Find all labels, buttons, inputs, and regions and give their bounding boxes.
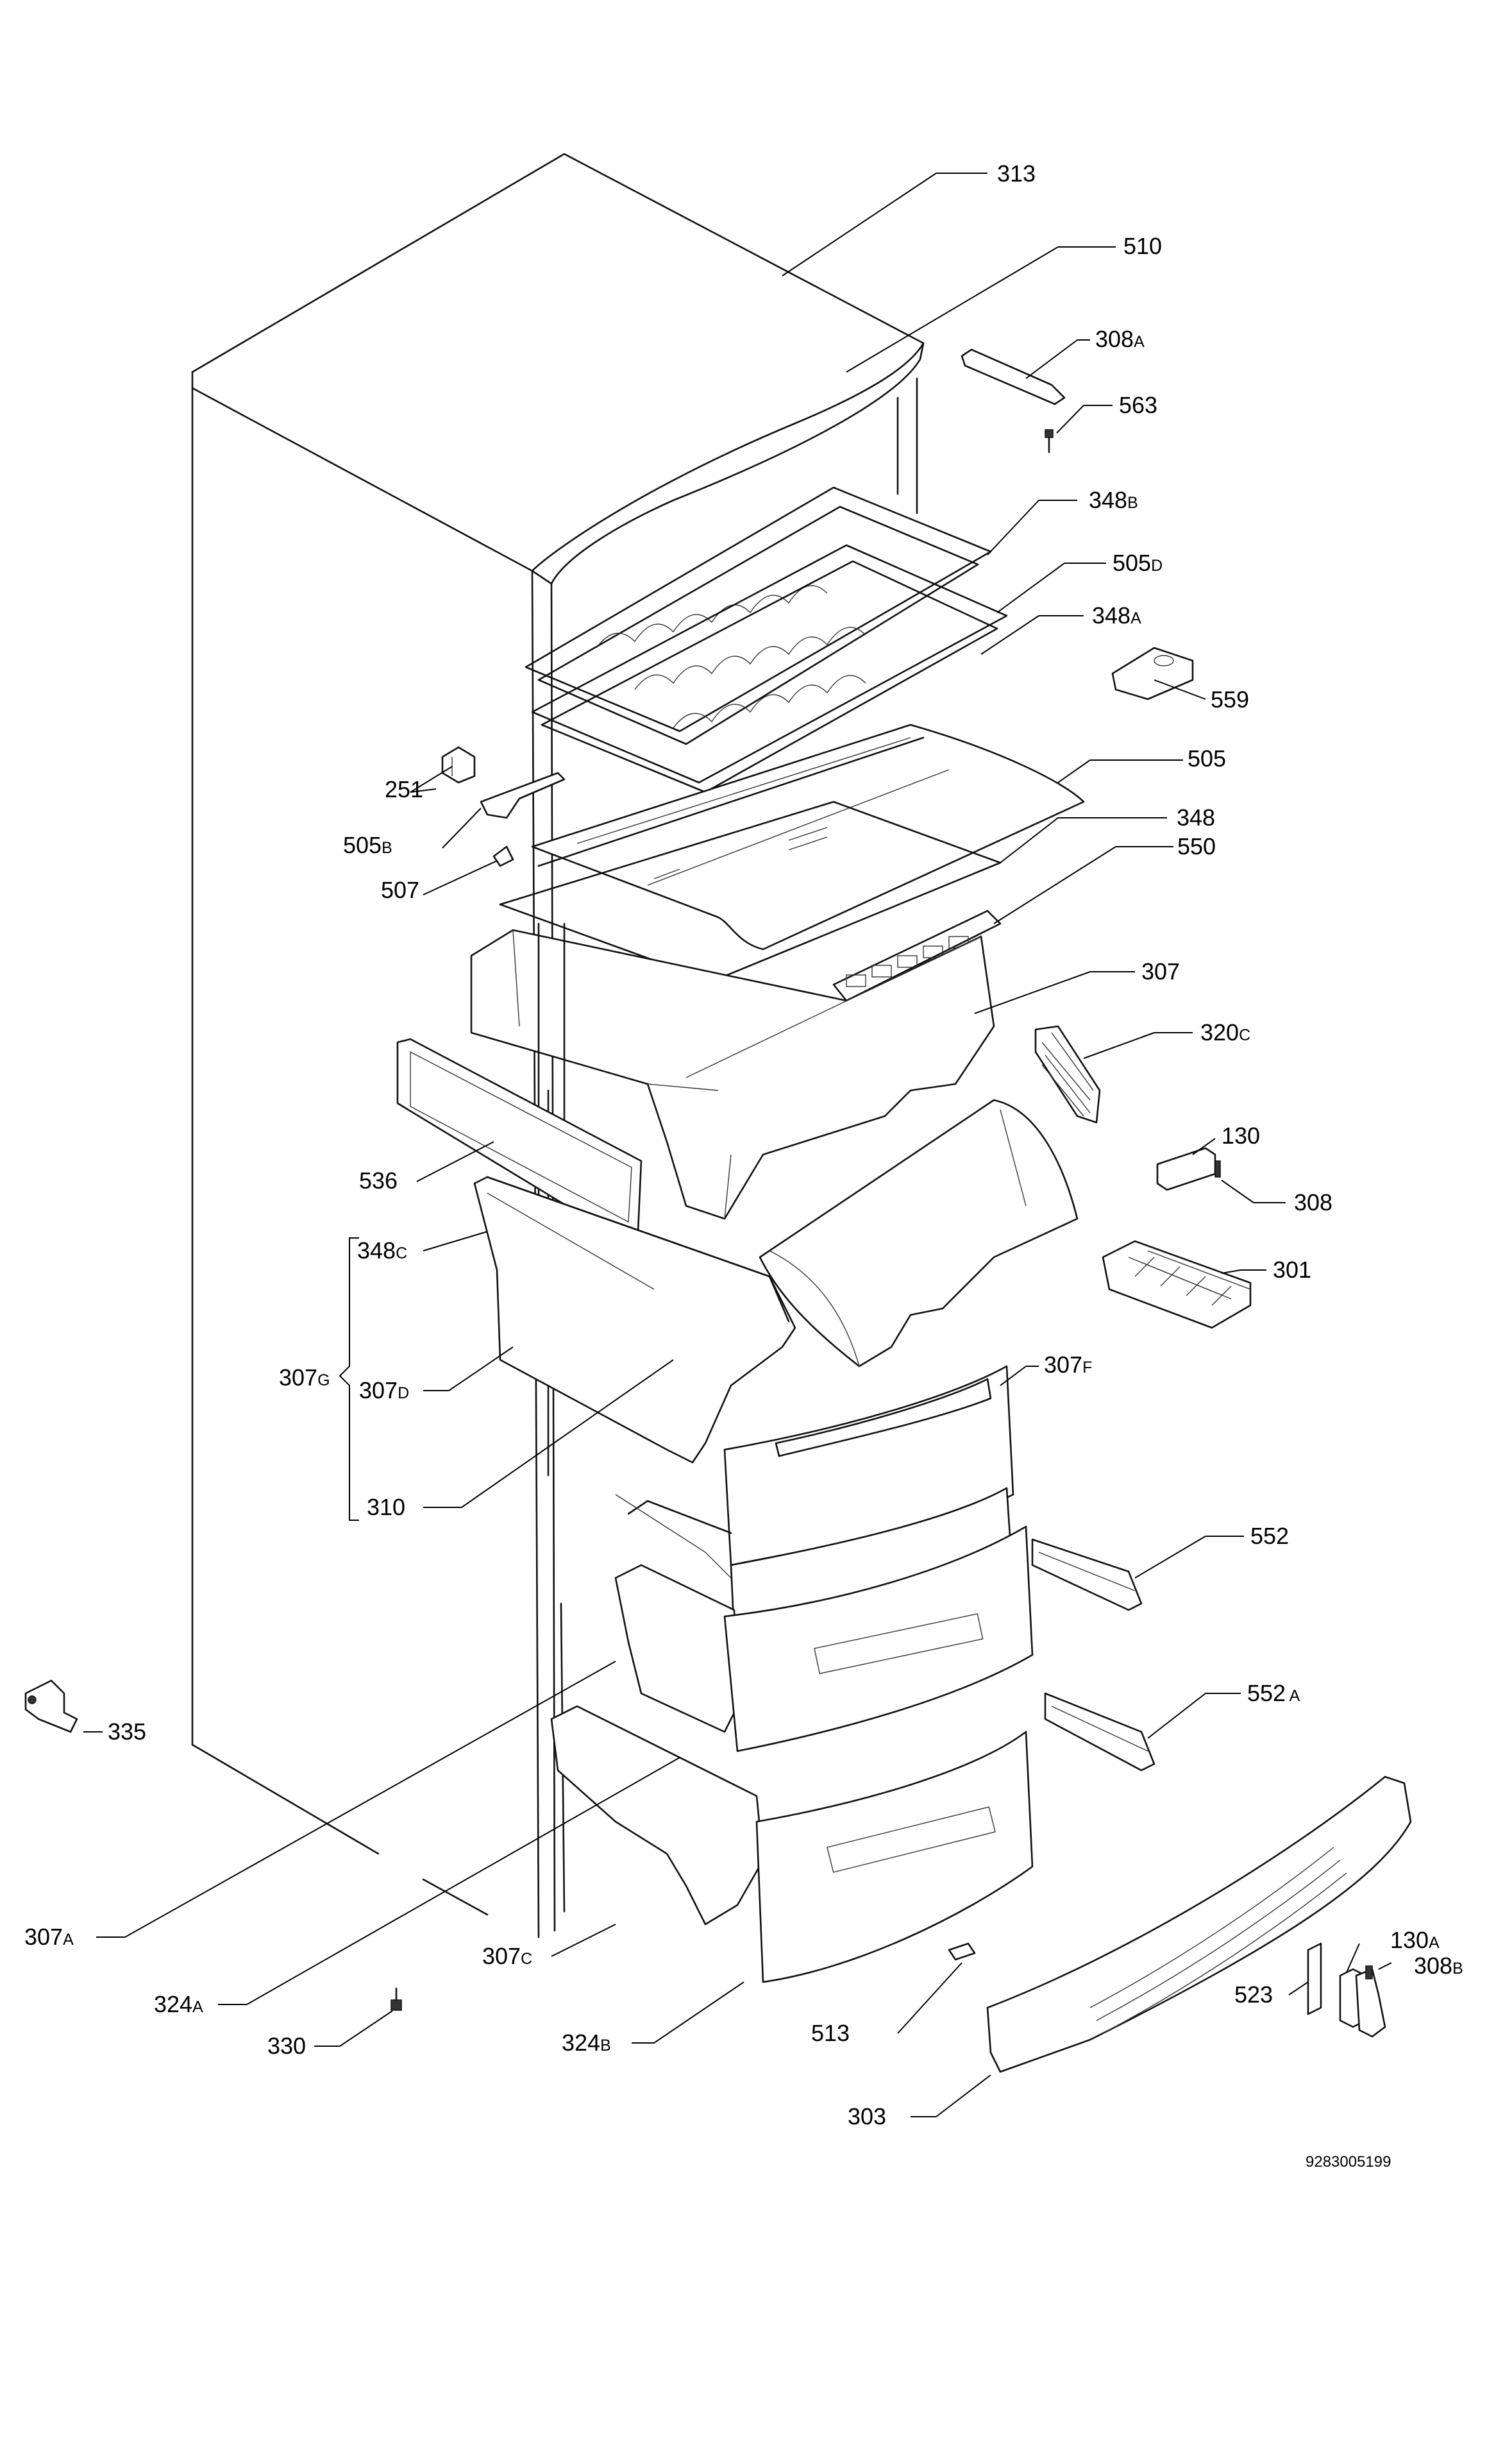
callout-335: 335	[108, 1718, 146, 1745]
glass-shelf-505D	[531, 544, 1008, 784]
drawing-number: 9283005199	[1306, 2153, 1391, 2171]
callout-308B: 308B	[1414, 1953, 1463, 1979]
callout-552A: 552 A	[1247, 1680, 1300, 1706]
clip-251	[441, 746, 476, 784]
foot-330	[391, 1987, 402, 2011]
leader-lines	[83, 173, 1392, 2117]
callout-130: 130	[1222, 1123, 1260, 1149]
callout-505: 505	[1188, 745, 1226, 772]
callout-505D: 505D	[1113, 550, 1163, 576]
bracket-308A	[961, 348, 1066, 405]
clip-513	[948, 1942, 976, 1961]
callout-308: 308	[1294, 1189, 1332, 1216]
callout-301: 301	[1273, 1257, 1311, 1283]
callout-330: 330	[267, 2033, 306, 2059]
callout-307A: 307A	[24, 1924, 74, 1950]
callout-507: 507	[381, 877, 419, 903]
callout-348C: 348C	[357, 1237, 407, 1264]
callout-130A: 130A	[1390, 1927, 1440, 1953]
callout-310: 310	[367, 1494, 405, 1520]
callout-labels: 313 510 308A 563 348B 505D 348A 559 505 …	[24, 160, 1463, 2130]
hinge-335	[24, 1679, 78, 1733]
drawer-324A	[614, 1525, 1034, 1752]
callout-303: 303	[848, 2103, 886, 2130]
callout-513: 513	[811, 2020, 850, 2046]
cover-559	[1111, 647, 1194, 700]
callout-324B: 324B	[562, 2029, 611, 2056]
clip-507	[492, 845, 514, 867]
callout-307D: 307D	[359, 1377, 409, 1403]
compartment-307	[470, 929, 995, 1220]
cabinet-top-cover	[531, 342, 925, 585]
callout-307G: 307G	[279, 1364, 330, 1391]
callout-552: 552	[1250, 1523, 1289, 1549]
hinge-308B	[1355, 1965, 1386, 2038]
drawer-324B	[550, 1705, 1034, 1983]
callout-523: 523	[1234, 1981, 1273, 2008]
callout-307F: 307F	[1044, 1351, 1092, 1378]
holder-505B	[480, 772, 566, 819]
callout-563: 563	[1119, 392, 1157, 418]
callout-251: 251	[385, 776, 423, 802]
callout-505B: 505B	[343, 832, 392, 858]
callout-324A: 324A	[154, 1991, 203, 2017]
callout-559: 559	[1211, 686, 1249, 713]
screw-563	[1045, 429, 1054, 453]
callout-348B: 348B	[1089, 487, 1138, 513]
callout-307C: 307C	[482, 1943, 532, 1969]
glass-shelf-505	[531, 724, 1085, 951]
callout-348A: 348A	[1092, 602, 1141, 629]
callout-348: 348	[1177, 804, 1215, 831]
callout-308A: 308A	[1095, 326, 1145, 352]
callout-536: 536	[359, 1167, 398, 1194]
callout-550: 550	[1177, 833, 1216, 860]
drawer-307D	[473, 1176, 796, 1464]
hinge-130	[1156, 1147, 1221, 1191]
rail-552A	[1044, 1692, 1155, 1772]
grille-320C	[1034, 1025, 1101, 1124]
kick-plate-303	[986, 1775, 1412, 2073]
bracket-523	[1307, 1942, 1322, 2015]
rail-552	[1031, 1538, 1143, 1611]
callout-320C: 320C	[1200, 1019, 1250, 1046]
callout-313: 313	[997, 160, 1036, 187]
ice-tray-301	[1102, 1240, 1252, 1329]
shelf-348A	[541, 560, 998, 793]
callout-307: 307	[1141, 958, 1180, 985]
cover-310	[759, 1099, 1079, 1368]
group-brace-307G	[339, 1237, 359, 1521]
callout-510: 510	[1123, 233, 1162, 259]
